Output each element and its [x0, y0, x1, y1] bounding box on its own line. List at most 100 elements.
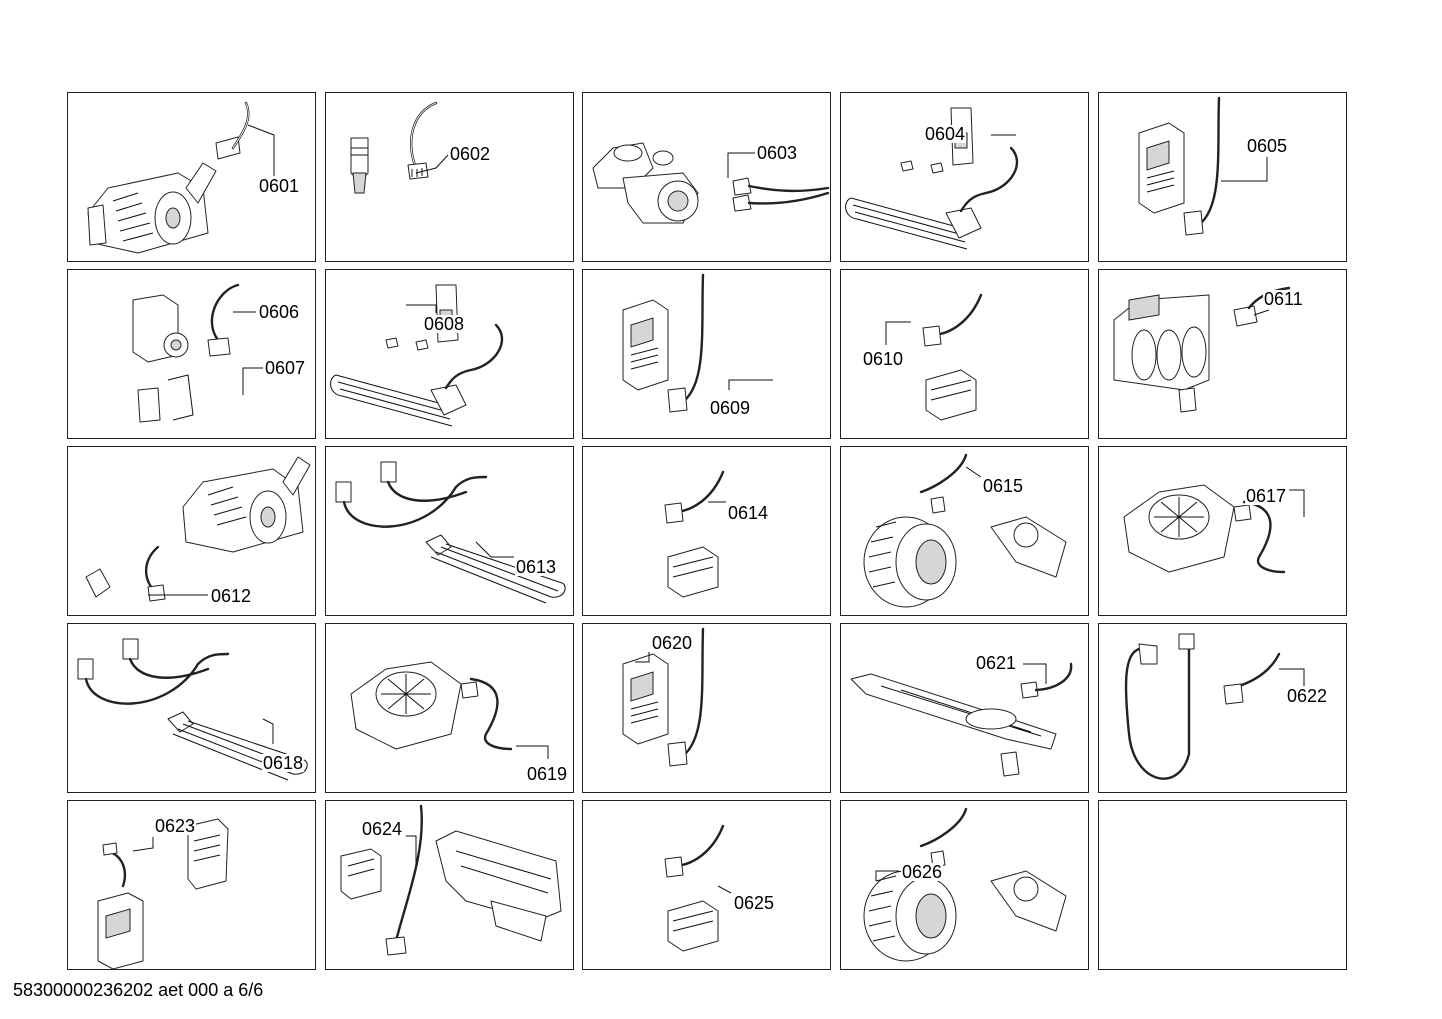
empty-cell — [1098, 800, 1347, 970]
part-cell: 0606 0607 — [67, 269, 316, 439]
part-cell: 0611 — [1098, 269, 1347, 439]
part-illustration — [845, 107, 1018, 250]
part-number-label: 0609 — [709, 398, 752, 418]
part-cell: 0609 — [582, 269, 831, 439]
leader-line — [1253, 309, 1270, 316]
leader-line — [242, 367, 263, 395]
part-number-label: 0621 — [975, 653, 1018, 673]
part-illustration — [622, 627, 705, 767]
component-box-illustration — [922, 293, 983, 421]
part-illustration — [863, 807, 1067, 962]
heating-element-illustration — [77, 638, 308, 781]
part-illustration — [85, 456, 311, 602]
part-illustration — [1138, 96, 1268, 236]
heating-element-illustration — [845, 107, 1018, 250]
part-number-label: 0625 — [733, 893, 776, 913]
part-number-label: 0604 — [924, 124, 967, 144]
part-cell: 0620 — [582, 623, 831, 793]
part-cell: 0614 — [582, 446, 831, 616]
part-illustration — [97, 818, 229, 970]
motor-illustration — [85, 456, 311, 602]
part-illustration — [330, 284, 503, 427]
part-cell: 0610 — [840, 269, 1089, 439]
leader-line — [727, 152, 755, 178]
document-footer: 58300000236202 aet 000 a 6/6 — [13, 980, 264, 1000]
part-cell: 0626 — [840, 800, 1089, 970]
part-cell: 0602 — [325, 92, 574, 262]
drum-assembly-illustration — [863, 453, 1067, 608]
part-illustration — [1123, 484, 1305, 574]
pump-illustration — [592, 142, 830, 224]
leader-line — [1289, 489, 1305, 517]
housing-illustration — [1123, 484, 1286, 574]
motor-illustration — [87, 101, 250, 254]
leader-line — [415, 154, 449, 174]
detergent-tray-illustration — [340, 804, 562, 956]
part-cell: 0618 — [67, 623, 316, 793]
part-cell: 0608 — [325, 269, 574, 439]
heating-element-illustration — [335, 461, 566, 604]
leader-line — [885, 321, 911, 345]
part-cell: 0621 — [840, 623, 1089, 793]
leader-line — [635, 652, 650, 663]
control-board-illustration — [622, 273, 705, 413]
leader-line — [132, 837, 154, 852]
part-illustration — [350, 661, 549, 759]
part-cell: 0612 — [67, 446, 316, 616]
part-cell: 0617 — [1098, 446, 1347, 616]
part-illustration — [1113, 286, 1291, 413]
leader-line — [475, 541, 514, 558]
housing-illustration — [350, 661, 513, 751]
part-illustration — [863, 453, 1067, 608]
rail-illustration — [850, 662, 1073, 777]
part-number-label: 0610 — [862, 349, 905, 369]
part-number-label: 0620 — [651, 633, 694, 653]
part-number-label: 0614 — [727, 503, 770, 523]
part-cell: 0604 — [840, 92, 1089, 262]
leader-line — [262, 718, 274, 744]
part-illustration — [592, 142, 830, 224]
part-cell: 0622 — [1098, 623, 1347, 793]
leader-line — [1023, 663, 1047, 684]
part-illustration — [350, 101, 449, 194]
heating-element-illustration — [330, 284, 503, 427]
part-number-label: 0626 — [901, 862, 944, 882]
part-cell: 0619 — [325, 623, 574, 793]
part-number-label: 0619 — [526, 764, 569, 784]
part-cell: 0623 — [67, 800, 316, 970]
part-illustration — [664, 470, 726, 598]
part-illustration — [335, 461, 566, 604]
part-illustration — [622, 273, 773, 413]
part-number-label: 0613 — [515, 557, 558, 577]
part-illustration — [885, 293, 983, 421]
part-number-label: 0623 — [154, 816, 197, 836]
part-cell: 0605 — [1098, 92, 1347, 262]
component-box-illustration — [664, 470, 725, 598]
part-illustration — [664, 824, 732, 952]
part-number-label: 0606 — [258, 302, 301, 322]
part-number-label: 0602 — [449, 144, 492, 164]
part-number-label: 0603 — [756, 143, 799, 163]
part-illustration — [132, 283, 263, 423]
component-box-illustration — [664, 824, 725, 952]
part-illustration — [87, 101, 275, 254]
part-cell: 0624 — [325, 800, 574, 970]
control-board-illustration — [97, 818, 229, 970]
leader-line — [247, 124, 275, 176]
part-number-label: 0607 — [264, 358, 307, 378]
leader-line — [875, 870, 899, 881]
hose-illustration — [1124, 633, 1281, 780]
part-illustration — [77, 638, 308, 781]
leader-line — [965, 466, 982, 478]
part-number-label: 0618 — [262, 753, 305, 773]
leader-line — [1279, 668, 1305, 686]
wire-harness-illustration — [350, 101, 438, 194]
control-board-illustration — [622, 627, 705, 767]
leader-line — [406, 304, 437, 313]
leader-line — [728, 379, 773, 390]
drum-assembly-illustration — [863, 807, 1067, 962]
part-cell: 0603 — [582, 92, 831, 262]
leader-line — [406, 835, 417, 866]
part-number-label: 0624 — [361, 819, 404, 839]
